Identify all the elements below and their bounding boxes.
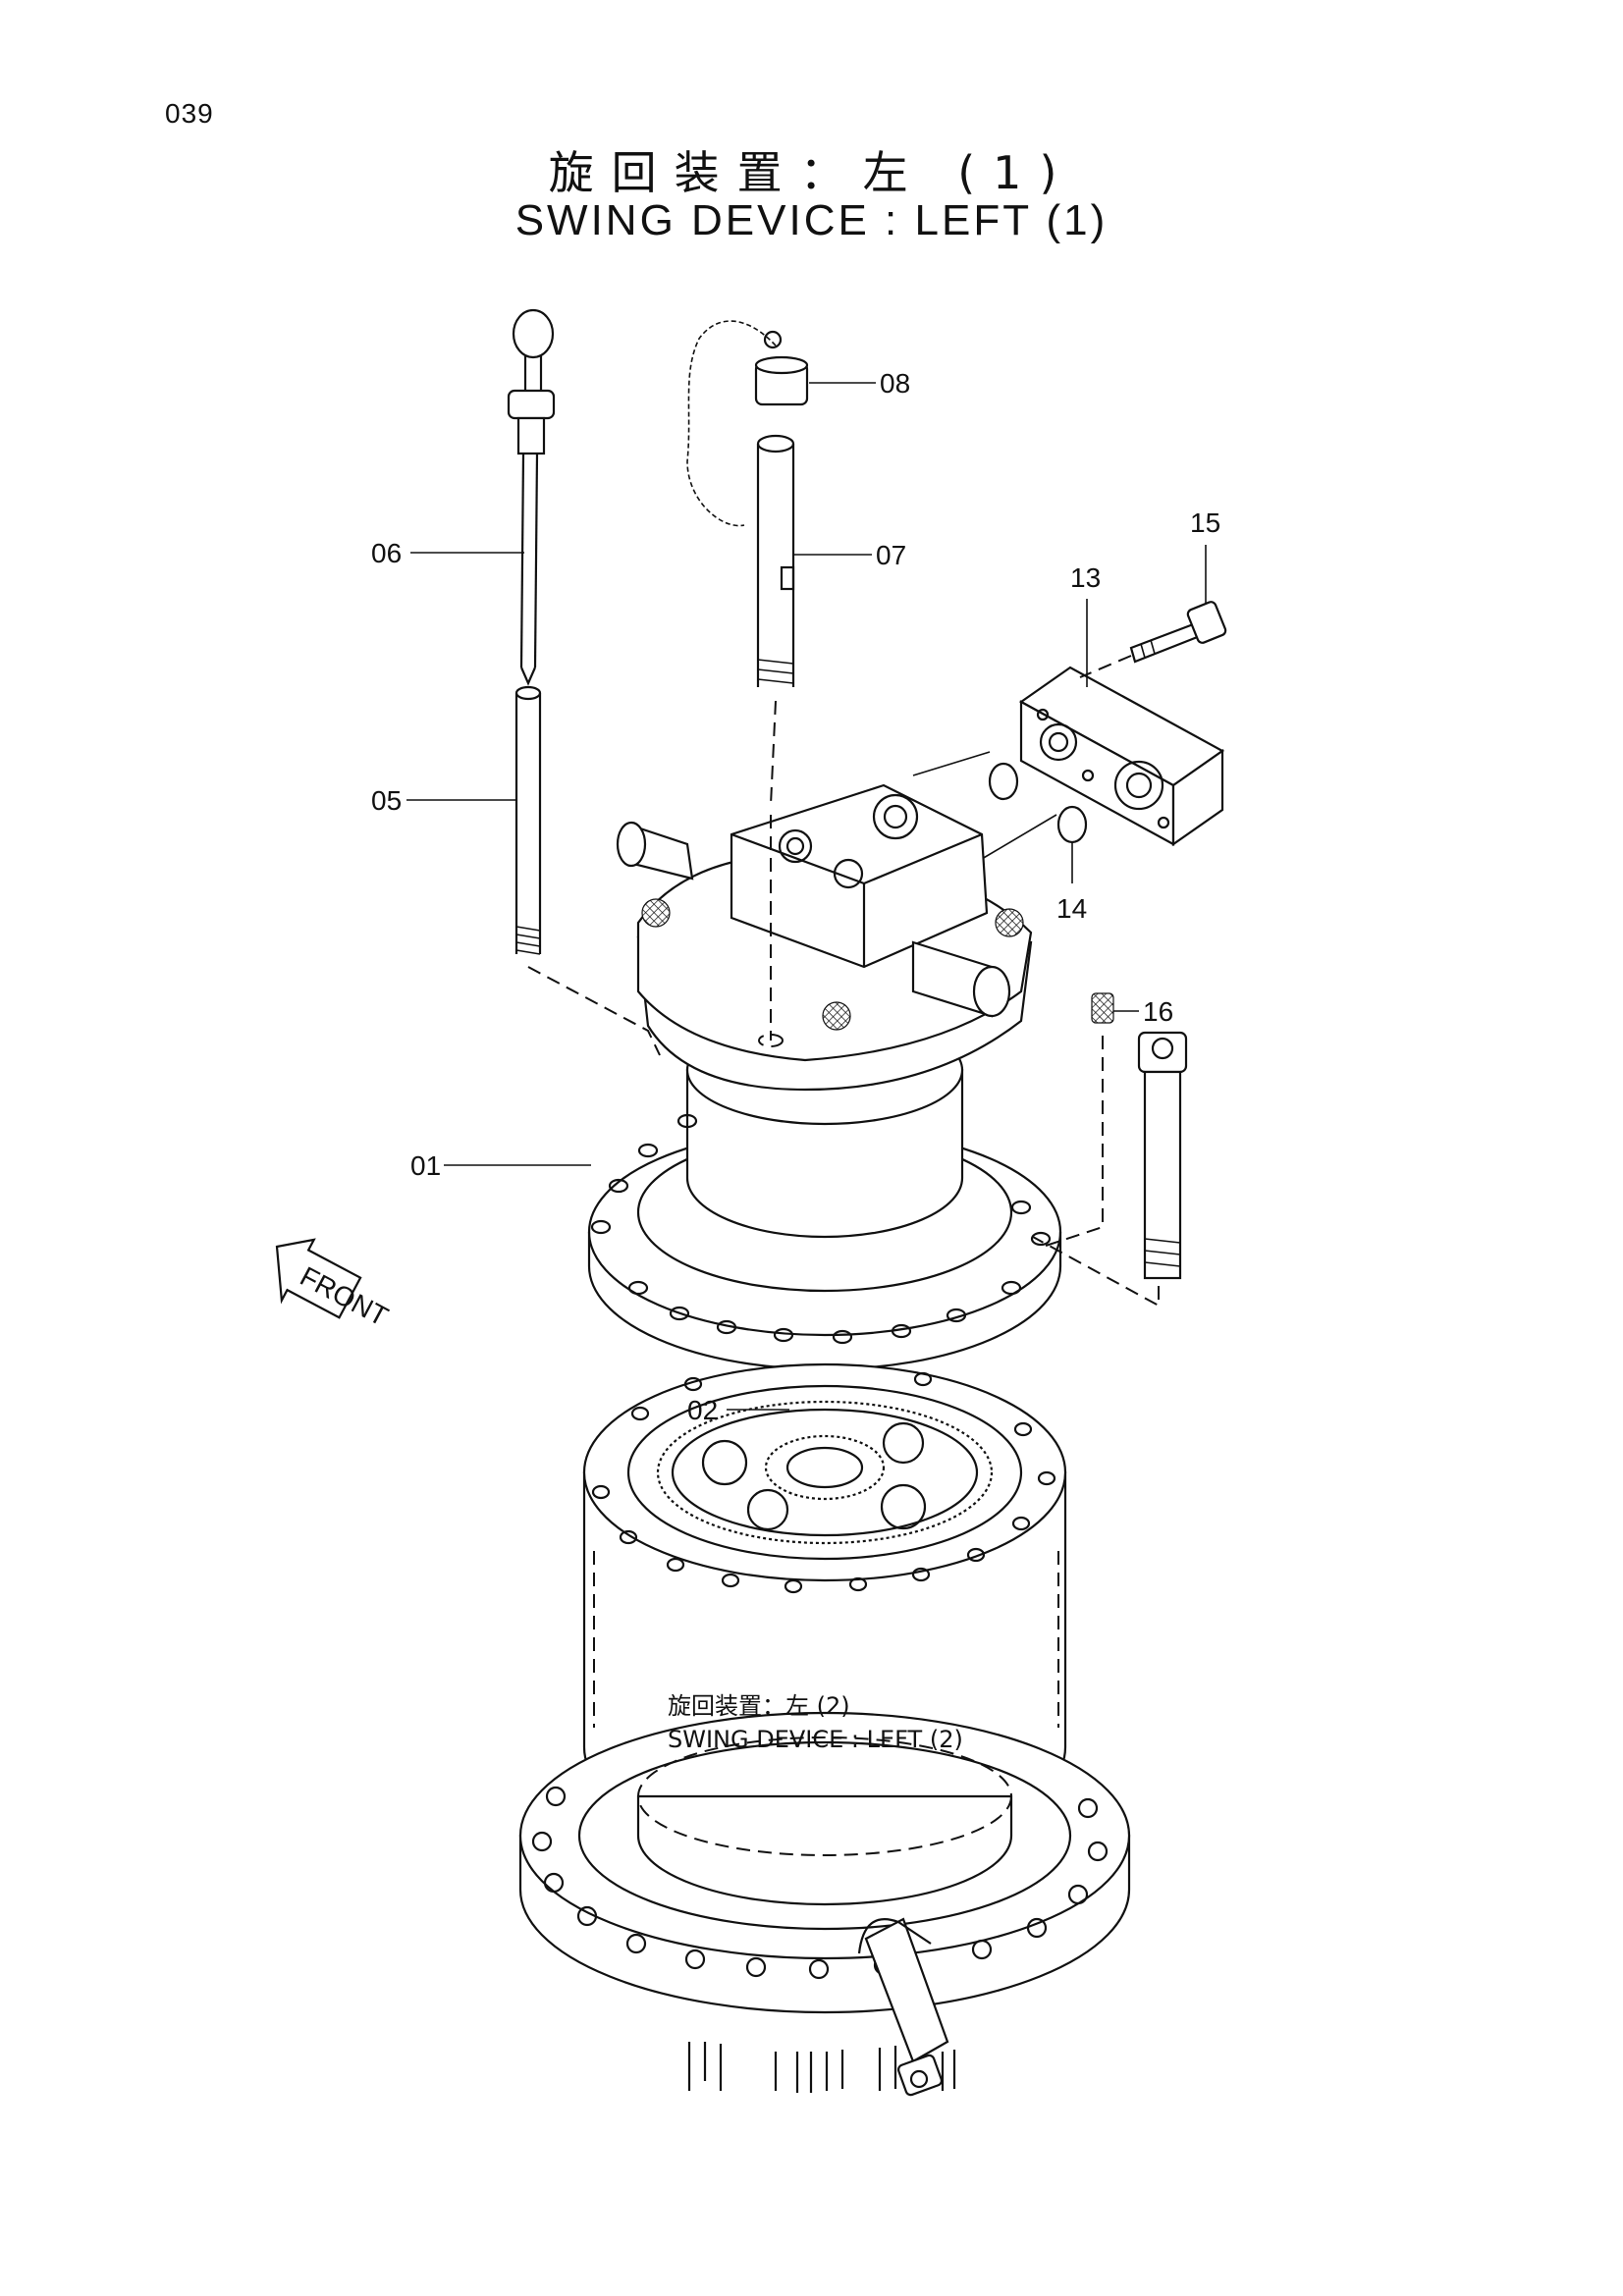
callout-02: 02: [687, 1395, 718, 1425]
callout-08: 08: [880, 368, 910, 399]
sub-assembly-jp: 旋回装置：左 (2): [668, 1692, 850, 1720]
part-08-cap-chain: [686, 320, 809, 527]
title-english: SWING DEVICE : LEFT (1): [514, 196, 1109, 244]
flange-holes: [590, 1113, 1052, 1345]
callout-01: 01: [410, 1150, 441, 1181]
callout-16: 16: [1143, 996, 1173, 1027]
page-number: 039: [165, 98, 214, 129]
callout-14: 14: [1056, 893, 1087, 924]
sub-assembly-en: SWING DEVICE : LEFT (2): [668, 1726, 963, 1753]
part-07-filler-tube: [756, 434, 795, 806]
lower-flange-holes: [531, 1786, 1109, 1980]
callout-05: 05: [371, 785, 402, 816]
callout-15: 15: [1190, 507, 1220, 538]
socket-bolt: [1032, 1031, 1188, 1308]
part-06-level-gauge: [507, 308, 556, 686]
title-japanese: 旋回装置：左 (1): [548, 146, 1075, 199]
front-arrow-marker: FRONT: [275, 1238, 393, 1332]
part-01-swing-motor: [587, 783, 1062, 1371]
part-15-bolt: [1079, 601, 1227, 678]
housing-holes: [591, 1371, 1056, 1594]
callout-07: 07: [876, 540, 906, 570]
callout-06: 06: [371, 538, 402, 568]
callout-13: 13: [1070, 562, 1101, 593]
leader-lines: [406, 382, 1207, 1411]
part-05-pipe: [514, 685, 661, 1056]
part-16-plug: [1042, 992, 1114, 1248]
part-13-valve-block: [1018, 666, 1225, 847]
reduction-gear-housing: [518, 1362, 1131, 2097]
